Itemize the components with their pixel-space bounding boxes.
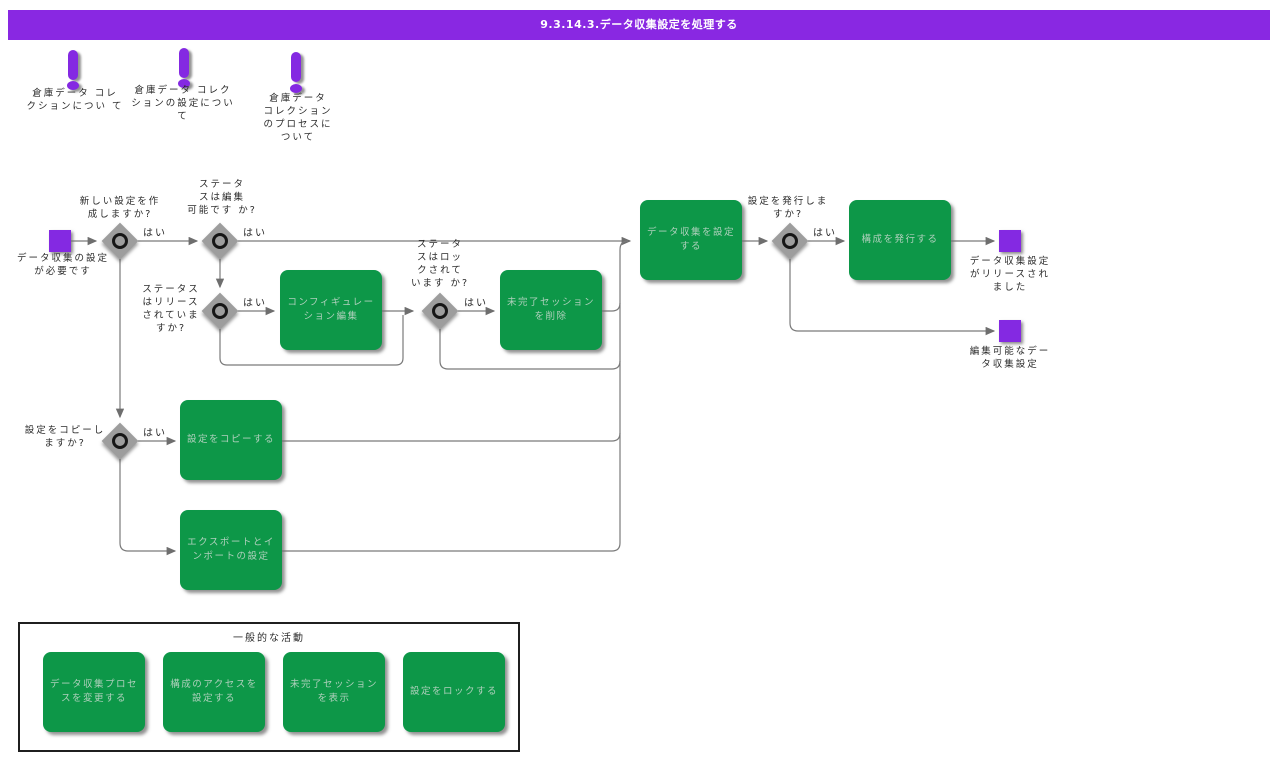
task-label: コンフィギュレー ション編集 (287, 297, 375, 322)
edge-label-yes: はい (464, 298, 488, 309)
gateway-create-new-label: 新しい設定を作 成しますか? (79, 196, 161, 220)
legend-task-lock-config[interactable]: 設定をロックする (403, 652, 505, 732)
task-label: 未完了セッション を削除 (506, 297, 595, 322)
gateway-status-editable (200, 221, 240, 261)
task-label: エクスポートとイ ンポートの設定 (187, 537, 275, 562)
gateway-copy-config-label: 設定をコピーし ますか? (24, 425, 106, 449)
gateway-status-released-label: ステータス はリリース されていま すか? (142, 284, 200, 334)
gateway-create-new-config (100, 221, 140, 261)
task-edit-configuration[interactable]: コンフィギュレー ション編集 (280, 270, 382, 350)
gateway-circle-icon (212, 303, 228, 319)
task-setup-data-collection[interactable]: データ収集を設定 する (640, 200, 742, 280)
gateway-circle-icon (212, 233, 228, 249)
annotation-text: 倉庫データ コレクション のプロセスに ついて (263, 93, 333, 143)
gateway-publish-config (770, 221, 810, 261)
annotation-text: 倉庫データ コレク ションの設定につい て (131, 85, 235, 122)
task-publish-configuration[interactable]: 構成を発行する (849, 200, 951, 280)
end-event-editable (999, 320, 1021, 342)
legend-task-set-access[interactable]: 構成のアクセスを 設定する (163, 652, 265, 732)
legend-task-show-sessions[interactable]: 未完了セッション を表示 (283, 652, 385, 732)
edge-label-yes: はい (143, 428, 167, 439)
legend-title: 一般的な活動 (233, 633, 305, 644)
gateway-circle-icon (112, 433, 128, 449)
end-event-editable-label: 編集可能なデー タ収集設定 (969, 346, 1051, 370)
start-event (49, 230, 71, 252)
task-label: 構成のアクセスを 設定する (170, 679, 258, 704)
legend-task-change-process[interactable]: データ収集プロセ スを変更する (43, 652, 145, 732)
end-event-released (999, 230, 1021, 252)
gateway-status-editable-label: ステータ スは編集 可能です か? (187, 179, 257, 216)
exclamation-icon (68, 50, 78, 80)
gateway-status-locked-label: ステータ スはロッ クされて います か? (410, 239, 470, 289)
gateway-status-released (200, 291, 240, 331)
task-label: 未完了セッション を表示 (289, 679, 378, 704)
edge-label-yes: はい (143, 228, 167, 239)
exclamation-dot-icon (67, 81, 79, 90)
exclamation-dot-icon (178, 79, 190, 88)
gateway-circle-icon (432, 303, 448, 319)
gateway-status-locked (420, 291, 460, 331)
gateway-copy-config (100, 421, 140, 461)
gateway-circle-icon (112, 233, 128, 249)
task-delete-incomplete-session[interactable]: 未完了セッション を削除 (500, 270, 602, 350)
end-event-released-label: データ収集設定 がリリースされ ました (969, 256, 1051, 293)
edge-label-yes: はい (243, 228, 267, 239)
page-title-text: 9.3.14.3.データ収集設定を処理する (540, 18, 738, 31)
start-event-label: データ収集の設定 が必要です (16, 253, 109, 277)
task-copy-configuration[interactable]: 設定をコピーする (180, 400, 282, 480)
gateway-circle-icon (782, 233, 798, 249)
task-label: 設定をロックする (409, 686, 498, 697)
annotation-text: 倉庫データ コレ クションについ て (26, 88, 124, 112)
exclamation-dot-icon (290, 84, 302, 93)
exclamation-icon (291, 52, 301, 82)
legend-common-activities: 一般的な活動 データ収集プロセ スを変更する 構成のアクセスを 設定する 未完了… (18, 622, 520, 752)
page-title: 9.3.14.3.データ収集設定を処理する (8, 10, 1270, 40)
edge-label-yes: はい (243, 298, 267, 309)
task-label: 構成を発行する (861, 234, 939, 245)
task-label: データ収集を設定 する (646, 227, 735, 252)
task-label: データ収集プロセ スを変更する (49, 679, 138, 704)
gateway-publish-config-label: 設定を発行しま すか? (747, 196, 829, 220)
task-export-import-settings[interactable]: エクスポートとイ ンポートの設定 (180, 510, 282, 590)
task-label: 設定をコピーする (186, 434, 275, 445)
edge-label-yes: はい (813, 228, 837, 239)
exclamation-icon (179, 48, 189, 78)
